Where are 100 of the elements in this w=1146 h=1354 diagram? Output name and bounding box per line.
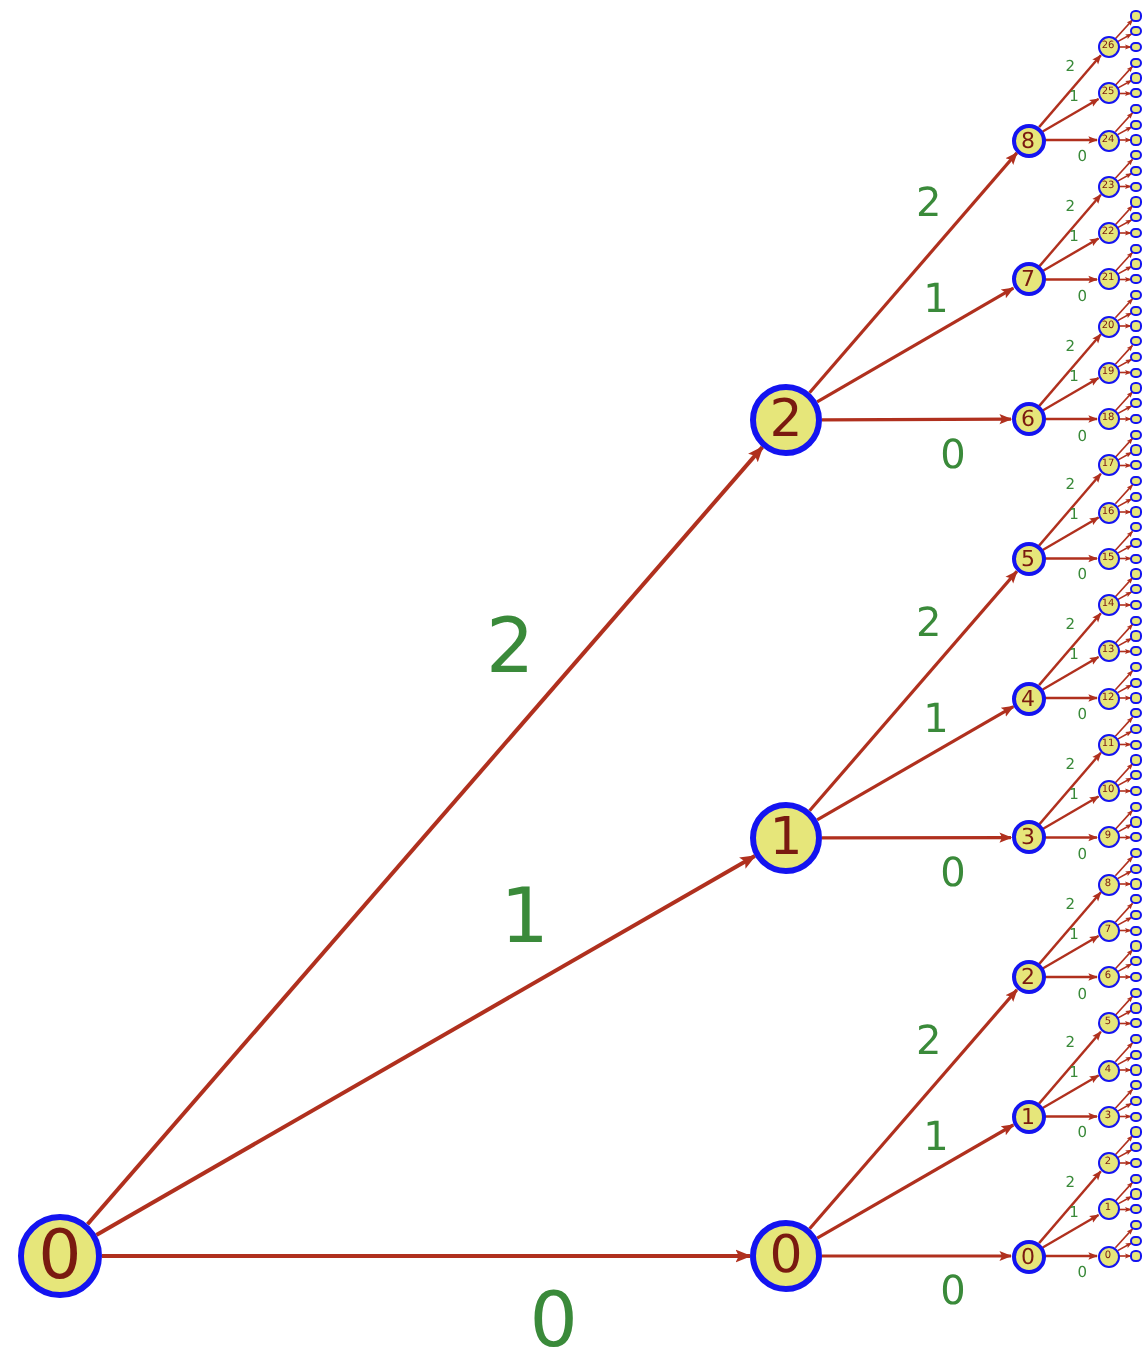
leaf-circle xyxy=(1130,801,1142,812)
arrow xyxy=(1116,1009,1133,1019)
leaf-circle xyxy=(1130,1064,1142,1076)
state-circle: 2 xyxy=(750,384,822,456)
edge-label: 1 xyxy=(923,278,949,319)
leaf-circle xyxy=(1130,770,1142,781)
leaf-circle xyxy=(1130,26,1142,37)
arrow xyxy=(1116,33,1133,43)
leaf-circle xyxy=(1130,553,1142,564)
arrow xyxy=(1038,333,1102,407)
arrow xyxy=(1118,323,1132,329)
leaf-circle xyxy=(1130,1235,1142,1246)
arrow xyxy=(1118,602,1132,608)
arrow xyxy=(808,151,1019,394)
arrow xyxy=(1116,777,1133,787)
leaf-circle xyxy=(1130,1033,1142,1045)
leaf-circle xyxy=(1130,940,1142,952)
arrow xyxy=(1118,648,1132,655)
arrow xyxy=(1038,54,1102,128)
arrow xyxy=(808,988,1019,1230)
leaf-circle xyxy=(1130,134,1142,146)
leaf-circle xyxy=(1130,677,1142,688)
leaf-circle xyxy=(1130,1219,1142,1231)
arrow xyxy=(1118,974,1132,980)
leaf-circle xyxy=(1130,413,1142,425)
arrow xyxy=(1038,891,1102,965)
leaf-circle xyxy=(1130,444,1142,456)
leaf-circle xyxy=(1130,57,1142,68)
state-circle: 8 xyxy=(1011,123,1045,157)
arrow xyxy=(1114,809,1134,831)
arrow xyxy=(1038,752,1102,826)
arrow xyxy=(1118,416,1132,422)
arrow xyxy=(1114,530,1134,552)
leaf-circle xyxy=(1130,1173,1142,1184)
leaf-circle xyxy=(1130,1095,1142,1107)
arrow xyxy=(1116,591,1133,601)
arrow xyxy=(1114,1088,1134,1110)
leaf-circle xyxy=(1130,227,1142,239)
arrow xyxy=(102,1249,752,1263)
leaf-circle xyxy=(1130,336,1142,347)
arrow xyxy=(1116,79,1133,89)
leaf-circle xyxy=(1130,72,1142,84)
leaf-circle xyxy=(1130,1049,1142,1060)
arrow xyxy=(1042,516,1100,551)
arrow xyxy=(822,414,1013,425)
edge-label: 1 xyxy=(923,697,949,738)
arrow xyxy=(1118,369,1132,376)
leaf-circle xyxy=(1130,165,1142,177)
leaf-circle xyxy=(1130,847,1142,859)
leaf-circle xyxy=(1130,475,1142,487)
arrow xyxy=(1114,902,1134,924)
arrow xyxy=(1116,1242,1133,1252)
arrow xyxy=(1116,916,1133,926)
arrow xyxy=(95,854,757,1237)
state-circle: 4 xyxy=(1011,681,1045,715)
state-circle: 1 xyxy=(750,802,822,874)
arrow xyxy=(1114,1135,1134,1156)
leaf-circle xyxy=(1130,785,1142,797)
arrow xyxy=(1118,881,1132,887)
arrow xyxy=(1116,219,1133,229)
arrow xyxy=(1042,1074,1100,1109)
leaf-circle xyxy=(1130,274,1142,285)
arrow xyxy=(1045,1112,1098,1121)
state-circle: 7 xyxy=(1011,262,1045,297)
leaf-circle xyxy=(1130,382,1142,394)
arrow xyxy=(1116,963,1133,973)
state-circle: 2 xyxy=(1011,960,1045,994)
leaf-circle xyxy=(1130,568,1142,580)
arrow xyxy=(1116,126,1133,136)
arrow xyxy=(1116,870,1133,880)
arrow xyxy=(816,705,1015,822)
leaf-circle xyxy=(1130,630,1142,642)
arrow xyxy=(1114,65,1134,87)
arrow xyxy=(1118,555,1132,562)
arrow xyxy=(1114,112,1134,133)
arrow xyxy=(1118,1067,1132,1073)
leaf-circle xyxy=(1130,522,1142,533)
edge-label: 1 xyxy=(923,1115,949,1156)
edge-label: 0 xyxy=(940,851,966,892)
arrow xyxy=(1116,265,1133,275)
leaf-circle xyxy=(1130,119,1142,130)
arrow xyxy=(1114,1181,1134,1203)
arrow xyxy=(1118,230,1132,236)
leaf-circle xyxy=(1130,816,1142,828)
leaf-circle xyxy=(1130,289,1142,301)
arrow xyxy=(1118,137,1132,143)
arrow xyxy=(1116,1102,1133,1112)
leaf-circle xyxy=(1130,88,1142,99)
edge-label: 2 xyxy=(485,607,535,684)
state-circle: 5 xyxy=(1011,541,1045,576)
arrow xyxy=(1118,741,1132,748)
leaf-circle xyxy=(1130,196,1142,208)
arrow xyxy=(1114,763,1134,784)
arrow xyxy=(1116,823,1133,833)
leaf-circle xyxy=(1130,506,1142,518)
leaf-circle xyxy=(1130,1080,1142,1091)
arrow xyxy=(1114,19,1134,40)
leaf-circle xyxy=(1130,537,1142,549)
leaf-circle xyxy=(1130,351,1142,363)
leaf-circle xyxy=(1130,925,1142,936)
